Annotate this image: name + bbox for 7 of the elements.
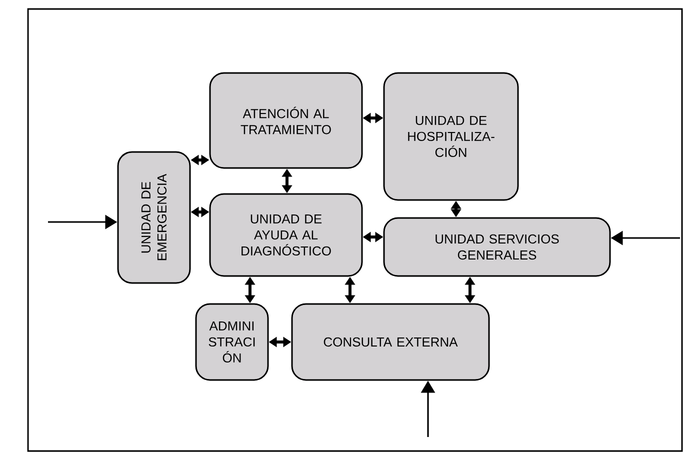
unit-box: UNIDAD DE HOSPITALIZA-CIÓN xyxy=(383,72,519,201)
unit-box: ATENCIÓN AL TRATAMIENTO xyxy=(209,72,363,169)
unit-box: ADMINI STRACI ÓN xyxy=(195,303,269,381)
unit-box: UNIDAD DE EMERGENCIA xyxy=(117,151,191,284)
unit-box: UNIDAD DE AYUDA AL DIAGNÓSTICO xyxy=(209,193,363,277)
unit-box: CONSULTA EXTERNA xyxy=(291,303,490,381)
unit-box: UNIDAD SERVICIOS GENERALES xyxy=(383,217,611,277)
